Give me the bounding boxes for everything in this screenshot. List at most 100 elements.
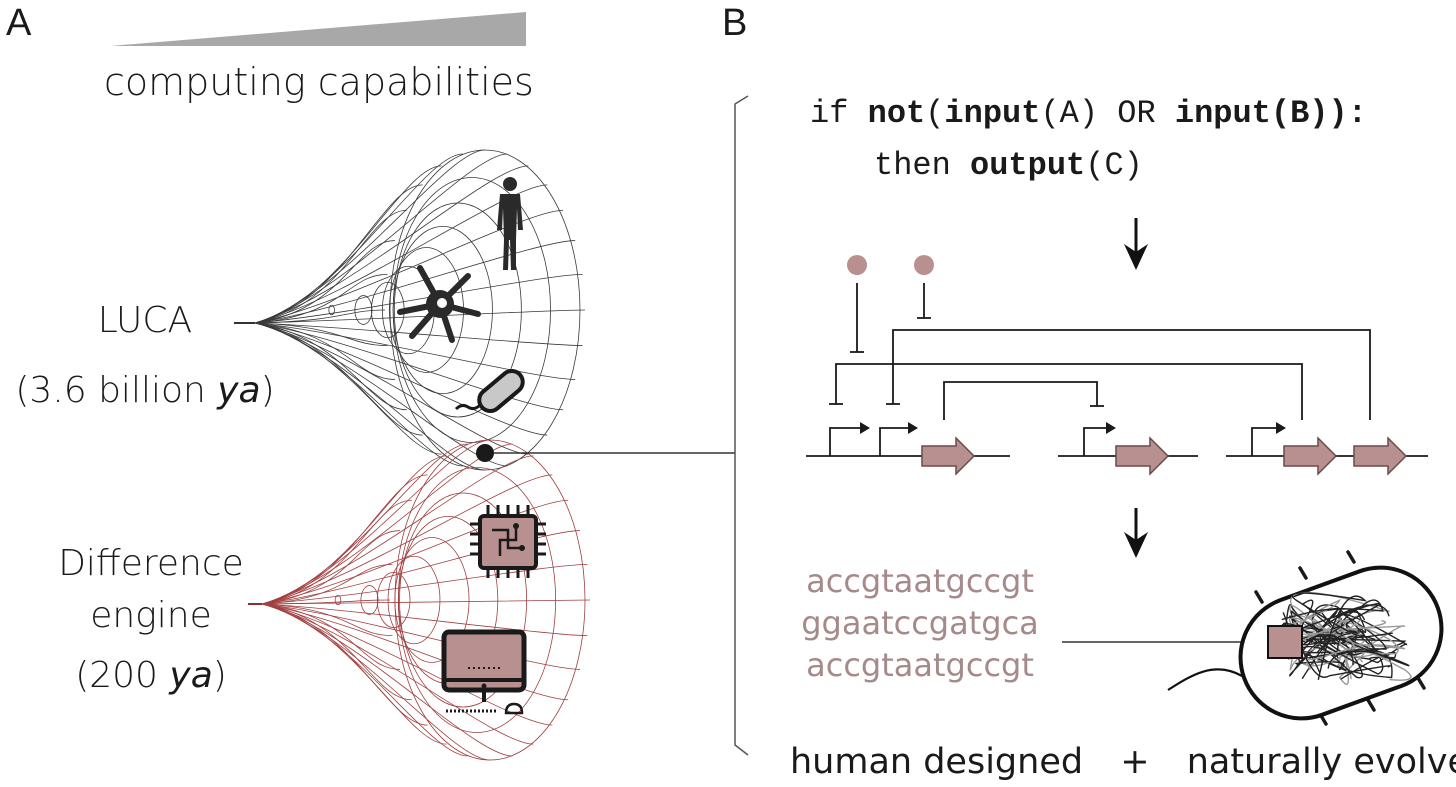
mesh-ring <box>399 492 528 708</box>
human-icon <box>497 177 523 270</box>
mesh-line <box>254 309 586 324</box>
luca-label: LUCA (3.6 billion ya) <box>0 300 290 411</box>
mesh-ring <box>354 295 373 325</box>
luca-age-unit: ya <box>217 370 261 411</box>
code-then: then <box>874 147 971 184</box>
mesh-line <box>261 599 391 605</box>
mesh-ring <box>334 594 342 606</box>
engine-title-line1: Difference <box>58 543 244 584</box>
microchip-icon <box>470 505 546 578</box>
mesh-line <box>254 322 463 467</box>
mesh-line <box>261 603 393 637</box>
computing-capabilities-label: computing capabilities <box>104 60 534 104</box>
code-input-b: input <box>1174 95 1271 132</box>
logic-code: if not(input(A) OR input(B)): then outpu… <box>810 88 1367 192</box>
mesh-line <box>254 209 407 324</box>
capability-gradient-wedge <box>110 12 526 46</box>
mesh-line <box>261 603 400 670</box>
inserted-circuit <box>1267 625 1303 659</box>
chromosome-strand <box>1291 592 1368 681</box>
mesh-line <box>261 530 581 605</box>
mesh-line <box>261 455 534 605</box>
difference-engine-label: Difference engine (200 ya) <box>0 538 302 702</box>
junction-dot <box>476 444 494 462</box>
mesh-line <box>261 603 534 745</box>
sequence-line-1: accgtaatgccgt <box>806 562 1034 600</box>
mesh-line <box>254 309 386 324</box>
code-input-a: input <box>944 95 1041 132</box>
luca-age: (3.6 billion ya) <box>0 370 290 411</box>
mesh-line <box>261 603 588 637</box>
bacterium-icon <box>454 369 525 413</box>
gene-arrow-3 <box>1283 436 1338 476</box>
human-designed-label: human designed <box>790 742 1084 782</box>
engine-title-line2: engine <box>90 595 212 636</box>
engine-age: (200 ya) <box>0 650 302 702</box>
bottom-caption: human designed + naturally evolved <box>790 742 1456 782</box>
mesh-line <box>254 322 423 436</box>
code-line-1: if not(input(A) OR input(B)): <box>810 88 1367 140</box>
mesh-line <box>261 603 428 726</box>
mesh-line <box>254 322 576 380</box>
engine-age-prefix: (200 <box>75 655 170 696</box>
gene-arrow-1 <box>921 436 976 476</box>
mesh-line <box>261 499 569 605</box>
computer-icon <box>441 629 527 715</box>
code-not: not <box>867 95 926 132</box>
gene-arrow-4 <box>1353 436 1408 476</box>
mesh-line <box>261 499 412 605</box>
mesh-line <box>261 563 393 605</box>
code-arg-c: (C) <box>1085 147 1143 184</box>
input-b-molecule <box>914 255 934 275</box>
mesh-line <box>254 322 442 455</box>
mesh-line <box>261 603 513 757</box>
mesh-line <box>254 273 388 324</box>
mesh-line <box>254 209 564 324</box>
mesh-line <box>261 603 553 726</box>
luca-age-suffix: ) <box>260 370 275 411</box>
mesh-ring <box>397 467 557 733</box>
mesh-line <box>254 149 486 324</box>
mesh-line <box>254 184 548 324</box>
chromosome-strand <box>1337 613 1408 680</box>
panel-a-label: A <box>6 2 32 44</box>
mesh-line <box>254 240 576 324</box>
dna-sequence: accgtaatgccgt ggaatccgatgca accgtaatgccg… <box>780 560 1060 686</box>
chromosome-strand <box>1293 619 1399 655</box>
code-arg-a: (A) OR <box>1040 95 1175 132</box>
mesh-line <box>254 322 407 411</box>
mesh-line <box>254 322 564 411</box>
code-output: output <box>970 147 1086 184</box>
mesh-line <box>254 153 508 324</box>
gene-arrow-2 <box>1115 436 1170 476</box>
code-if: if <box>810 95 868 132</box>
mesh-line <box>261 530 400 605</box>
down-arrow-top <box>1124 218 1148 270</box>
mesh-line <box>261 603 468 757</box>
mesh-line <box>261 474 553 605</box>
engine-age-suffix: ) <box>212 655 227 696</box>
bacterial-cell <box>1167 550 1444 726</box>
plus-sign: + <box>1120 742 1150 782</box>
panel-b-bracket <box>734 95 749 756</box>
mesh-line <box>261 603 581 670</box>
luca-age-prefix: (3.6 billion <box>15 370 218 411</box>
mesh-line <box>261 439 491 605</box>
input-a-molecule <box>847 255 867 275</box>
mesh-line <box>254 322 508 467</box>
code-line-2: then output(C) <box>810 140 1367 192</box>
luca-title: LUCA <box>97 300 193 341</box>
mesh-line <box>254 165 529 324</box>
code-paren: ( <box>925 95 945 132</box>
engine-mesh <box>261 439 591 761</box>
code-arg-b: (B)): <box>1270 95 1367 132</box>
mesh-line <box>254 322 388 347</box>
naturally-evolved-label: naturally evolved <box>1186 742 1456 782</box>
down-arrow-bottom <box>1124 508 1148 558</box>
mesh-line <box>261 563 588 605</box>
chromosome-strand <box>1302 638 1373 685</box>
mesh-ring <box>328 304 335 316</box>
mesh-line <box>254 322 529 455</box>
mesh-ring <box>387 555 441 645</box>
mesh-line <box>254 322 395 380</box>
